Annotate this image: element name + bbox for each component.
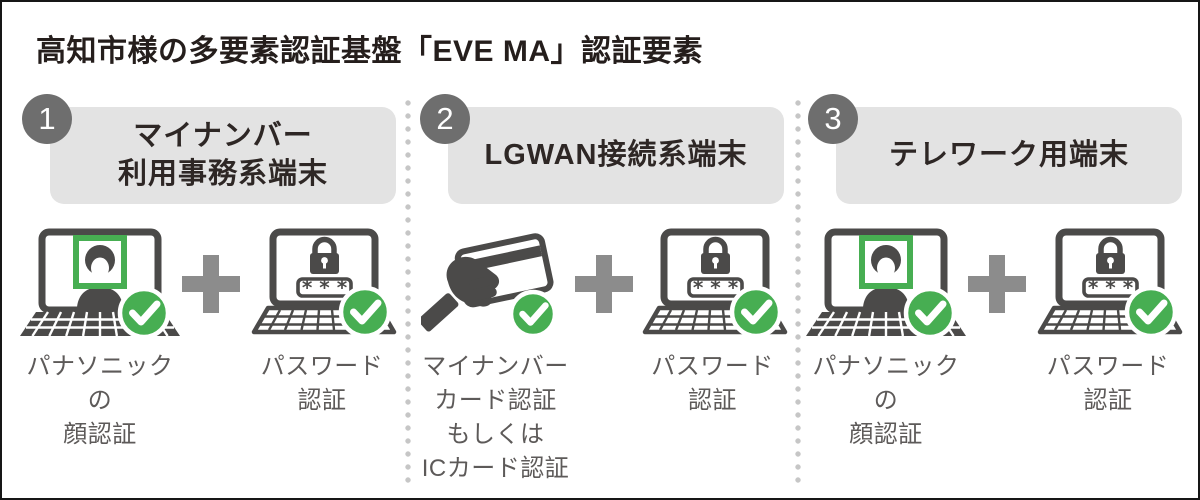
password-laptop-icon bbox=[1033, 228, 1183, 340]
factor-label: パナソニックの 顔認証 bbox=[26, 353, 174, 449]
terminal-name-box: LGWAN接続系端末 bbox=[448, 107, 784, 204]
factor-label: パスワード 認証 bbox=[1046, 353, 1170, 415]
face-recognition-laptop-icon bbox=[806, 228, 966, 340]
plus-icon bbox=[182, 255, 240, 313]
auth-factor-password: パスワード 認証 bbox=[1028, 228, 1188, 418]
number-badge: 1 bbox=[22, 94, 72, 144]
column-mynumber-terminal: 1 マイナンバー 利用事務系端末 パナソニックの 顔認証 パスワード 認証 bbox=[20, 92, 402, 452]
password-laptop-icon bbox=[638, 228, 788, 340]
auth-factor-password: パスワード 認証 bbox=[242, 228, 402, 418]
auth-factors-row: パナソニックの 顔認証 パスワード 認証 bbox=[806, 228, 1188, 452]
face-recognition-laptop-icon bbox=[20, 228, 180, 340]
password-laptop-icon bbox=[247, 228, 397, 340]
plus-icon bbox=[968, 255, 1026, 313]
terminal-name-box: テレワーク用端末 bbox=[836, 107, 1182, 204]
factor-label: パナソニックの 顔認証 bbox=[812, 353, 960, 449]
column-header: 1 マイナンバー 利用事務系端末 bbox=[20, 92, 402, 210]
auth-factor-face: パナソニックの 顔認証 bbox=[806, 228, 966, 452]
column-header: 3 テレワーク用端末 bbox=[806, 92, 1188, 210]
factor-label: マイナンバー カード認証 もしくは ICカード認証 bbox=[421, 353, 570, 483]
plus-icon bbox=[575, 255, 633, 313]
auth-factor-ic-card: マイナンバー カード認証 もしくは ICカード認証 bbox=[418, 228, 573, 486]
page-title: 高知市様の多要素認証基盤「EVE MA」認証要素 bbox=[36, 35, 704, 68]
number-badge: 3 bbox=[808, 94, 858, 144]
factor-label: パスワード 認証 bbox=[651, 353, 774, 415]
column-header: 2 LGWAN接続系端末 bbox=[418, 92, 790, 210]
auth-factors-row: マイナンバー カード認証 もしくは ICカード認証 パスワード 認証 bbox=[418, 228, 790, 486]
column-divider-2 bbox=[795, 97, 801, 489]
ic-card-hand-icon bbox=[421, 228, 571, 340]
column-lgwan-terminal: 2 LGWAN接続系端末 マイナンバー カード認証 もしくは ICカード認証 パ… bbox=[418, 92, 790, 486]
auth-factors-row: パナソニックの 顔認証 パスワード 認証 bbox=[20, 228, 402, 452]
column-telework-terminal: 3 テレワーク用端末 パナソニックの 顔認証 パスワード 認証 bbox=[806, 92, 1188, 452]
number-badge: 2 bbox=[420, 94, 470, 144]
factor-label: パスワード 認証 bbox=[260, 353, 384, 415]
auth-factor-face: パナソニックの 顔認証 bbox=[20, 228, 180, 452]
auth-factor-password: パスワード 認証 bbox=[635, 228, 790, 418]
column-divider-1 bbox=[405, 97, 411, 489]
terminal-name-box: マイナンバー 利用事務系端末 bbox=[50, 107, 396, 204]
